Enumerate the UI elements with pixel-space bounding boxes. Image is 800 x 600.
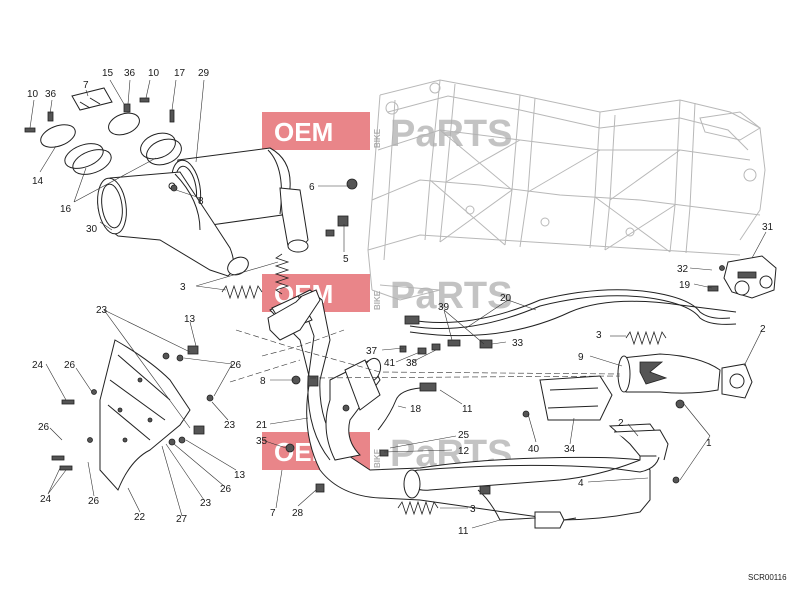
valve-cables — [404, 289, 737, 349]
clamps-upper-left — [24, 87, 182, 190]
callout-37: 37 — [366, 346, 378, 357]
fasteners — [51, 178, 685, 493]
watermark-bike-text: BIKE — [373, 128, 382, 148]
leader-lines — [29, 79, 767, 529]
callout-25: 25 — [458, 430, 470, 441]
callout-26: 26 — [38, 422, 50, 433]
callout-3: 3 — [470, 504, 476, 515]
callout-24: 24 — [40, 494, 52, 505]
callout-7: 7 — [83, 80, 89, 91]
callout-26: 26 — [230, 360, 242, 371]
callout-26: 26 — [220, 484, 232, 495]
watermark-oem-text: OEM — [274, 117, 333, 147]
callout-5: 5 — [343, 254, 349, 265]
callout-10: 10 — [148, 68, 160, 79]
callout-23: 23 — [224, 420, 236, 431]
watermark-bike-text: BIKE — [373, 290, 382, 310]
callout-18: 18 — [410, 404, 422, 415]
callout-11: 11 — [462, 404, 473, 415]
heat-shield-left — [99, 339, 191, 491]
callout-20: 20 — [500, 293, 512, 304]
callout-33: 33 — [512, 338, 524, 349]
callout-38: 38 — [406, 358, 418, 369]
callout-13: 13 — [184, 314, 196, 325]
callout-11: 11 — [458, 526, 469, 537]
silencer-lower — [97, 171, 249, 277]
watermark-bike-text: BIKE — [373, 448, 382, 468]
callout-40: 40 — [528, 444, 540, 455]
callout-27: 27 — [176, 514, 188, 525]
callout-17: 17 — [174, 68, 186, 79]
callout-4: 4 — [578, 478, 584, 489]
watermark-top: OEM BIKE PaRTS — [262, 112, 512, 155]
callout-13: 13 — [234, 470, 246, 481]
callout-21: 21 — [256, 420, 268, 431]
callout-10: 10 — [27, 89, 39, 100]
callout-2: 2 — [760, 324, 766, 335]
callout-14: 14 — [32, 176, 44, 187]
callout-15: 15 — [102, 68, 114, 79]
callout-8: 8 — [198, 196, 204, 207]
callout-2: 2 — [618, 418, 624, 429]
callout-41: 41 — [384, 358, 396, 369]
motorcycle-frame — [367, 79, 766, 301]
callout-3: 3 — [180, 282, 186, 293]
callout-26: 26 — [64, 360, 76, 371]
callout-12: 12 — [458, 446, 470, 457]
springs — [221, 253, 667, 516]
callout-16: 16 — [60, 204, 72, 215]
lambda-sensors — [377, 382, 577, 529]
callout-3: 3 — [596, 330, 602, 341]
callout-9: 9 — [578, 352, 584, 363]
callout-19: 19 — [679, 280, 691, 291]
callout-26: 26 — [88, 496, 100, 507]
watermark-parts-text: PaRTS — [390, 275, 512, 317]
callout-32: 32 — [677, 264, 689, 275]
callout-34: 34 — [564, 444, 576, 455]
watermark-parts-text: PaRTS — [390, 113, 512, 155]
callout-7: 7 — [270, 508, 276, 519]
callout-35: 35 — [256, 436, 268, 447]
callout-23: 23 — [96, 305, 108, 316]
dash-lines — [229, 329, 621, 383]
callout-36: 36 — [124, 68, 136, 79]
callout-39: 39 — [438, 302, 450, 313]
callout-29: 29 — [198, 68, 210, 79]
callout-36: 36 — [45, 89, 57, 100]
callout-8: 8 — [260, 376, 266, 387]
pipe-collector-9 — [617, 353, 753, 399]
diagram-code: SCR00116 — [748, 573, 787, 582]
callout-23: 23 — [200, 498, 212, 509]
callout-6: 6 — [309, 182, 315, 193]
callout-1: 1 — [706, 438, 712, 449]
callout-22: 22 — [134, 512, 146, 523]
callout-labels: 10 36 7 15 36 10 17 29 14 16 30 8 6 5 31… — [27, 68, 774, 537]
heat-shield-right — [539, 375, 613, 421]
callout-28: 28 — [292, 508, 304, 519]
callout-24: 24 — [32, 360, 44, 371]
callout-31: 31 — [762, 222, 774, 233]
exhaust-valve-servomotor — [707, 255, 777, 299]
callout-30: 30 — [86, 224, 98, 235]
exhaust-header-pipes — [267, 289, 669, 521]
